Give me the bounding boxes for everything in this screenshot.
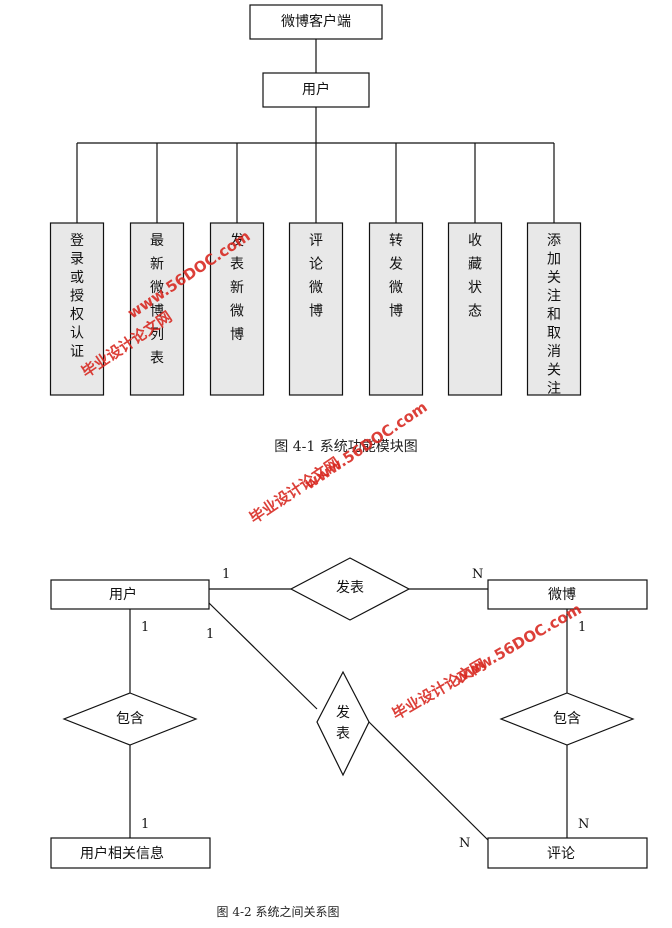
module-label-char: 博 (230, 326, 244, 343)
module-label-char: 加 (547, 252, 561, 268)
module-label-char: 态 (468, 304, 482, 320)
module-box (49, 222, 105, 396)
relation-contain-right-label: 包含 (553, 711, 581, 727)
module-label-char: 登 (70, 233, 84, 249)
entity-weibo-label: 微博 (548, 586, 576, 603)
module-label-char: 博 (309, 303, 323, 320)
module-label-char: 表 (230, 257, 244, 273)
module-box (447, 222, 503, 396)
module-label-char: 授 (70, 289, 84, 305)
module-label-char: 权 (70, 307, 84, 323)
card-contain-comment: N (578, 817, 589, 832)
module-label-char: 新 (150, 257, 164, 273)
module-label-char: 评 (309, 233, 323, 249)
module-label-char: 取 (547, 326, 561, 342)
root-box (249, 4, 383, 40)
entity-user-info (50, 837, 211, 869)
user-label: 用户 (302, 81, 330, 98)
module-label-char: 认 (70, 326, 84, 342)
module-label-char: 微 (309, 280, 323, 296)
relation-publish-mid-char1: 发 (336, 705, 350, 721)
watermark-slogan: 毕业设计论文网 (389, 655, 489, 723)
module-label-char: 微 (230, 304, 244, 320)
module-box (368, 222, 424, 396)
relation-publish-top-label: 发表 (336, 580, 364, 596)
module-label-char: 关 (547, 363, 561, 379)
caption-fig1: 图 4-1 系统功能模块图 (274, 439, 417, 455)
module-label-char: 和 (547, 307, 561, 323)
module-label-char: 新 (230, 280, 244, 296)
module-label-char: 微 (389, 280, 403, 296)
module-label-char: 添 (547, 233, 561, 249)
card-user-publish: 1 (222, 567, 230, 582)
module-tree: 微博客户端 用户 登录或授权认证最新微博列表发表新微博评论微博转发微博收藏状态添… (49, 4, 582, 455)
relation-publish-mid-char2: 表 (336, 726, 350, 742)
watermark-slogan: 毕业设计论文网 (246, 454, 343, 528)
module-label-char: 或 (70, 270, 84, 286)
module-label-char: 注 (547, 289, 561, 305)
entity-user-info-label: 用户相关信息 (80, 845, 164, 862)
edge-publish2-comment (368, 721, 489, 841)
entity-comment-label: 评论 (547, 846, 575, 862)
root-label: 微博客户端 (281, 13, 351, 30)
relation-contain-right (499, 692, 635, 746)
edge-user-publish2 (208, 602, 318, 710)
module-label-char: 证 (70, 344, 84, 360)
module-box (209, 222, 265, 396)
module-label-char: 最 (150, 233, 164, 249)
caption-fig2: 图 4-2 系统之间关系图 (217, 905, 340, 919)
module-label-char: 发 (230, 233, 244, 249)
card-contain-info: 1 (141, 817, 149, 832)
module-label-char: 博 (389, 303, 403, 320)
relation-publish-top (289, 557, 411, 621)
module-box (288, 222, 344, 396)
module-label-char: 转 (389, 233, 403, 249)
module-label-char: 消 (547, 344, 561, 360)
card-publish2-comment: N (459, 836, 470, 851)
module-box (526, 222, 582, 396)
module-label-char: 注 (547, 381, 561, 397)
card-weibo-contain: 1 (578, 620, 586, 635)
module-label-char: 录 (70, 252, 84, 268)
module-label-char: 论 (309, 257, 323, 273)
card-user-contain: 1 (141, 620, 149, 635)
module-label-char: 藏 (468, 257, 482, 273)
user-box (262, 72, 370, 108)
module-label-char: 状 (468, 280, 482, 296)
module-label-char: 博 (150, 303, 164, 320)
module-label-char: 微 (150, 280, 164, 296)
er-diagram: 用户 微博 用户相关信息 评论 发表 发 表 包含 包含 1 N 1 1 1 N… (50, 557, 648, 919)
module-label-char: 表 (150, 351, 164, 367)
module-label-char: 发 (389, 257, 403, 273)
card-publish-weibo: N (472, 567, 483, 582)
entity-comment (487, 837, 648, 869)
card-user-publish2: 1 (206, 627, 214, 642)
relation-contain-left (62, 692, 198, 746)
relation-contain-left-label: 包含 (116, 711, 144, 727)
module-label-char: 收 (468, 233, 482, 249)
relation-publish-mid (316, 670, 370, 777)
entity-user (50, 579, 210, 610)
entity-user-label: 用户 (109, 586, 137, 603)
module-box (129, 222, 185, 396)
entity-weibo (487, 579, 648, 610)
module-label-char: 关 (547, 270, 561, 286)
module-label-char: 列 (150, 327, 164, 343)
